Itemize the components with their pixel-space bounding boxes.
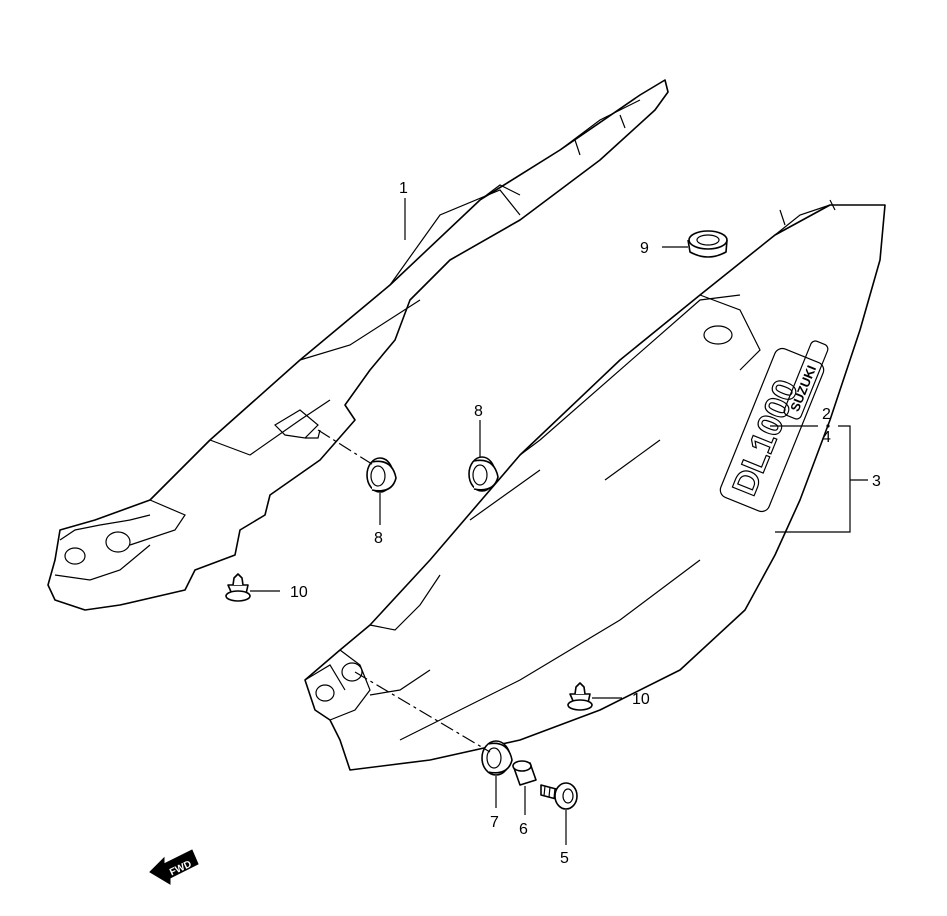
bolt-5 [540, 782, 578, 810]
callout-9: 9 [640, 240, 649, 257]
callout-1: 1 [399, 180, 408, 197]
cushion-8-middle [468, 456, 499, 492]
right-frame-cover [304, 199, 886, 771]
callout-10-right: 10 [632, 691, 650, 708]
callout-5: 5 [560, 850, 569, 867]
left-frame-cover [47, 79, 669, 611]
fwd-arrow-icon: FWD [149, 849, 199, 885]
callout-6: 6 [519, 821, 528, 838]
callout-8-left: 8 [374, 530, 383, 547]
grommet-7 [481, 740, 513, 776]
callout-4: 4 [822, 429, 831, 446]
grommet-9 [687, 230, 728, 258]
assembly-line-left [317, 429, 376, 467]
collar-6 [512, 760, 537, 786]
callout-7: 7 [490, 814, 499, 831]
callout-3: 3 [872, 473, 881, 490]
clip-10-right [567, 682, 593, 711]
callout-10-left: 10 [290, 584, 308, 601]
clip-10-left [225, 573, 251, 602]
callout-2: 2 [822, 406, 831, 423]
callout-8-middle: 8 [474, 403, 483, 420]
leader-lines [250, 198, 868, 845]
cushion-8-left [366, 457, 397, 493]
assembly-line [354, 671, 491, 753]
